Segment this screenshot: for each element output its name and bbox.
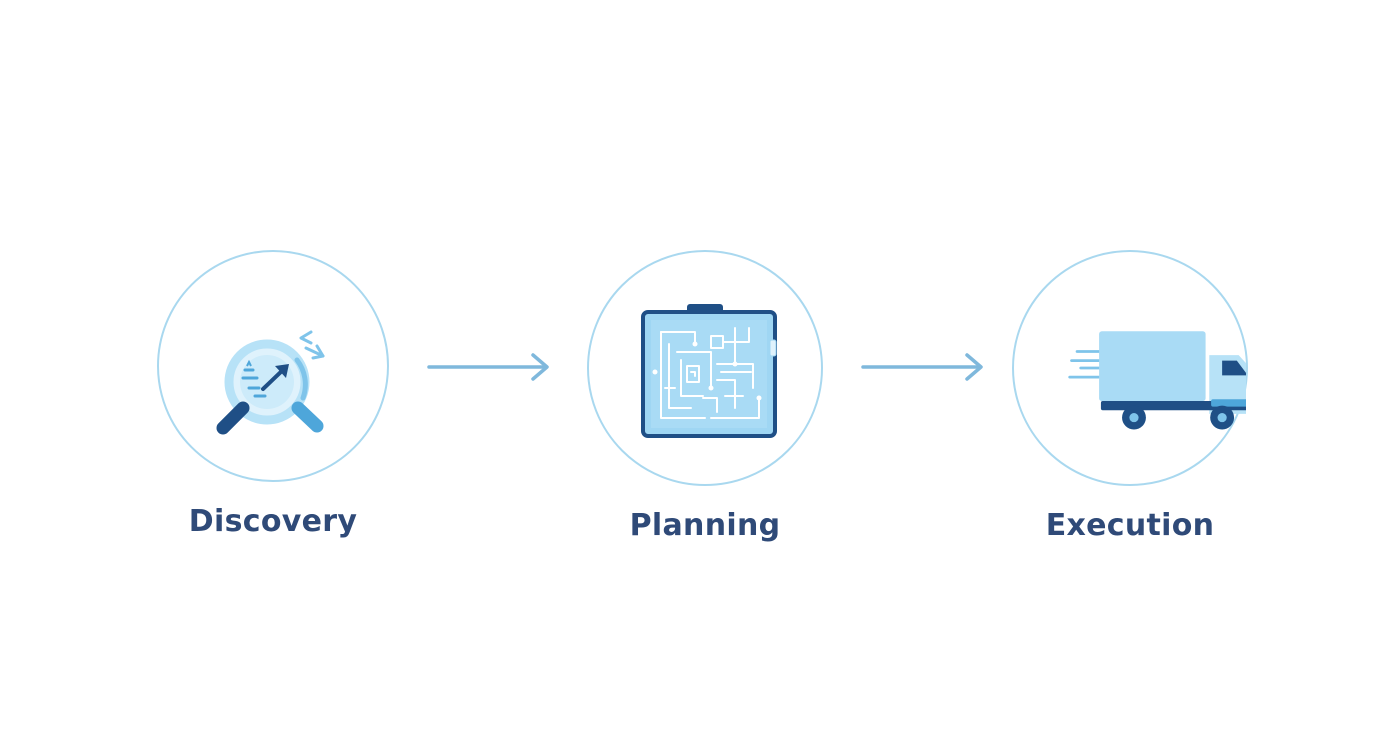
step-planning: Planning: [585, 250, 825, 543]
step-execution-circle: [1012, 250, 1248, 486]
arrow-right-icon: [861, 353, 983, 381]
magnifier-icon: [216, 330, 325, 435]
step-discovery-circle: [157, 250, 389, 482]
step-execution: Execution: [1010, 250, 1250, 543]
step-discovery: Discovery: [153, 250, 393, 539]
arrow-right-icon: [427, 353, 549, 381]
delivery-truck-icon: [1068, 331, 1246, 430]
step-discovery-label: Discovery: [188, 504, 358, 539]
step-planning-circle: [587, 250, 823, 486]
step-execution-label: Execution: [1045, 508, 1215, 543]
step-planning-label: Planning: [629, 508, 781, 543]
blueprint-icon: [641, 304, 777, 438]
